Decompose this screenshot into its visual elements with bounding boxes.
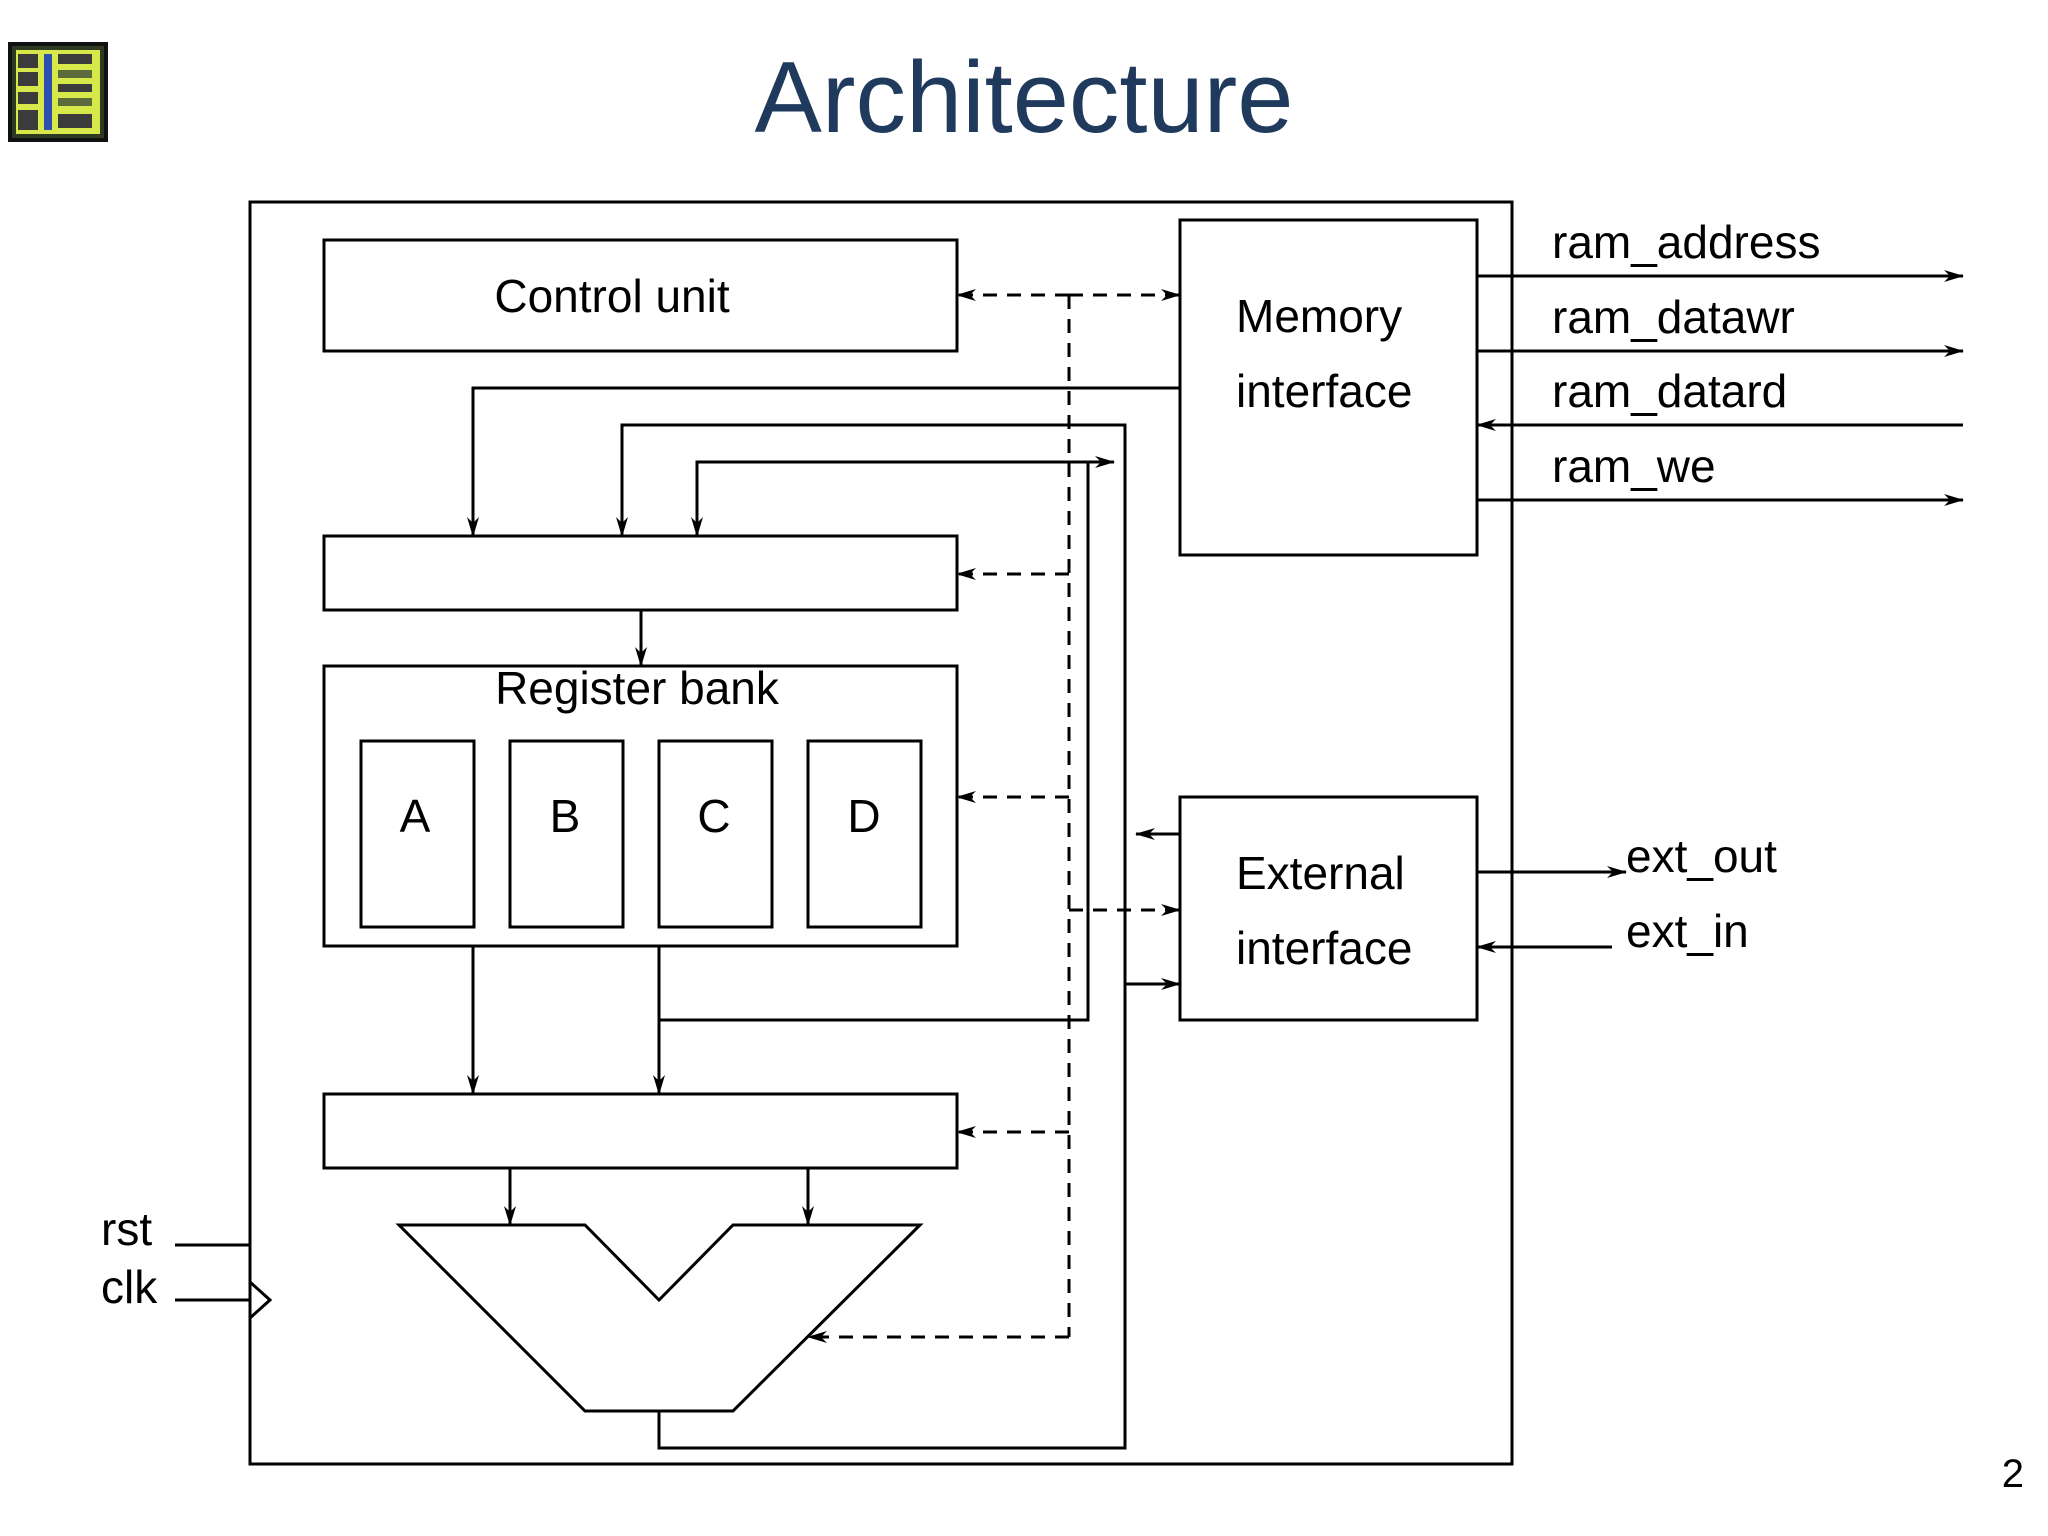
memory-interface-label-2: interface	[1236, 365, 1412, 417]
alu-shape	[395, 1223, 924, 1413]
register-a-label: A	[400, 790, 431, 842]
register-d-box	[806, 739, 923, 929]
chip-logo-icon	[8, 42, 108, 142]
register-d-label: D	[847, 790, 880, 842]
clock-input-triangle	[248, 1280, 273, 1320]
register-c-label: C	[697, 790, 730, 842]
external-interface-label-2: interface	[1236, 922, 1412, 974]
external-interface-label-1: External	[1236, 847, 1405, 899]
rst-label: rst	[101, 1203, 152, 1255]
register-output-to-mux	[691, 460, 1088, 537]
ext-in-label: ext_in	[1626, 905, 1749, 957]
input-multiplexer-block	[322, 534, 959, 612]
ram-datard-label: ram_datard	[1552, 365, 1787, 417]
control-unit-label: Control unit	[494, 270, 729, 322]
ram-we-label: ram_we	[1552, 440, 1716, 492]
memory-interface-label-1: Memory	[1236, 290, 1402, 342]
register-b-box	[508, 739, 625, 929]
register-bank-label: Register bank	[495, 662, 780, 714]
register-b-label: B	[550, 790, 581, 842]
ram-address-label: ram_address	[1552, 216, 1820, 268]
processor-boundary	[248, 200, 1514, 1466]
page-number: 2	[2001, 1452, 2024, 1496]
clk-label: clk	[101, 1261, 158, 1313]
register-c-box	[657, 739, 774, 929]
register-a-box	[359, 739, 476, 929]
ext-out-label: ext_out	[1626, 830, 1777, 882]
alu-input-multiplexer-block	[322, 1092, 959, 1170]
alu-result-bus	[616, 423, 1127, 1450]
ram-datawr-label: ram_datawr	[1552, 291, 1795, 343]
slide-title: Architecture	[754, 42, 1294, 154]
external-interface-block	[1178, 795, 1479, 1022]
memory-data-to-mux	[467, 386, 1180, 537]
